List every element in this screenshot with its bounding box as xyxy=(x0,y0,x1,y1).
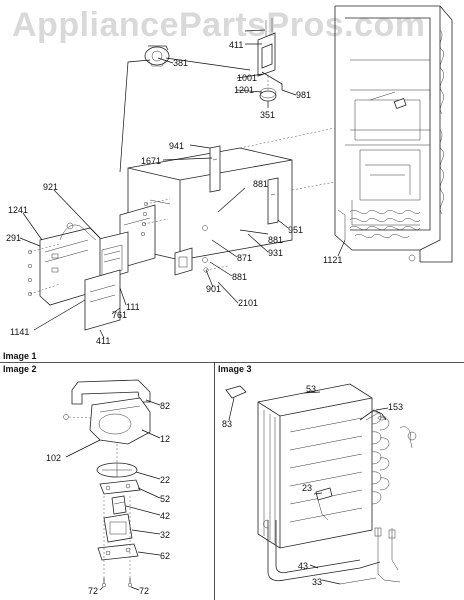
callout-1001: 1001 xyxy=(237,73,257,83)
duct-panel-assembly xyxy=(27,127,336,331)
callout-941: 941 xyxy=(169,141,184,151)
image3-callouts: 53 83 153 23 43 33 xyxy=(222,384,403,587)
image2-leader-lines xyxy=(65,399,161,591)
callout-33: 33 xyxy=(312,577,322,587)
callout-921: 921 xyxy=(43,182,58,192)
callout-871: 871 xyxy=(237,253,252,263)
damper-assembly xyxy=(63,379,151,588)
callout-153: 153 xyxy=(388,402,403,412)
callout-52: 52 xyxy=(160,494,170,504)
callout-901: 901 xyxy=(206,284,221,294)
callout-43: 43 xyxy=(298,561,308,571)
watermark: AppliancePartsPros.com xyxy=(12,6,426,44)
callout-1201: 1201 xyxy=(234,85,254,95)
callout-111: 111 xyxy=(126,302,140,312)
section-label-image1: Image 1 xyxy=(3,351,37,361)
evaporator-assembly xyxy=(225,383,417,585)
callout-102: 102 xyxy=(46,453,61,463)
image3-leader-lines xyxy=(228,391,389,585)
callout-32: 32 xyxy=(160,530,170,540)
refrigerator-cabinet xyxy=(334,5,453,263)
part-381-motor xyxy=(119,45,251,173)
callout-351: 351 xyxy=(260,110,275,120)
callout-2101: 2101 xyxy=(238,298,258,308)
image2-callouts: 82 12 102 22 52 42 32 62 72 72 xyxy=(46,401,170,596)
callout-411-b: 411 xyxy=(96,336,110,346)
callout-23: 23 xyxy=(302,483,312,493)
callout-72-b: 72 xyxy=(139,586,149,596)
callout-981: 981 xyxy=(296,90,311,100)
callout-411: 411 xyxy=(229,40,243,50)
callout-82: 82 xyxy=(160,401,170,411)
callout-881-c: 881 xyxy=(232,272,247,282)
image1-callouts: 381 411 1001 1201 981 351 941 1671 921 8… xyxy=(6,40,342,346)
callout-881-b: 881 xyxy=(268,235,283,245)
callout-62: 62 xyxy=(160,551,170,561)
callout-881-a: 881 xyxy=(253,179,268,189)
callout-1241: 1241 xyxy=(8,205,28,215)
callout-761: 761 xyxy=(112,310,127,320)
callout-1121: 1121 xyxy=(323,255,342,265)
callout-22: 22 xyxy=(160,475,170,485)
callout-53: 53 xyxy=(306,384,316,394)
section-label-image3: Image 3 xyxy=(218,364,252,374)
callout-1141: 1141 xyxy=(10,327,29,337)
image1-leader-lines xyxy=(19,29,346,339)
callout-42: 42 xyxy=(160,511,170,521)
callout-1671: 1671 xyxy=(141,156,161,166)
callout-12: 12 xyxy=(160,434,170,444)
callout-83: 83 xyxy=(222,419,232,429)
section-label-image2: Image 2 xyxy=(3,364,37,374)
callout-951: 951 xyxy=(288,225,303,235)
callout-381: 381 xyxy=(173,58,188,68)
callout-291: 291 xyxy=(6,233,21,243)
callout-72-a: 72 xyxy=(88,586,98,596)
callout-931: 931 xyxy=(268,248,283,258)
section-dividers xyxy=(0,362,464,600)
